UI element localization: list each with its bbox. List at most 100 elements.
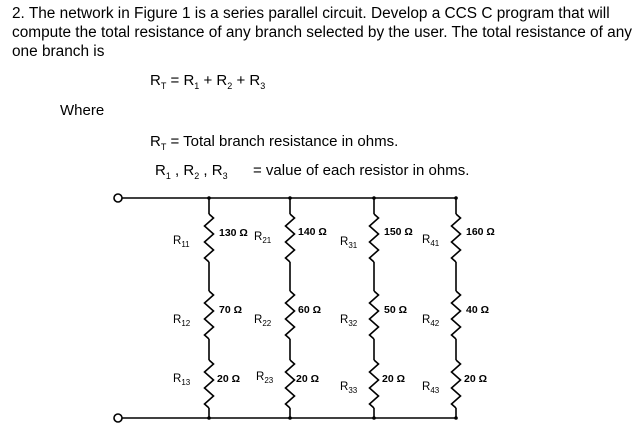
def-r3: R xyxy=(211,162,223,179)
resistor-name-letter: R xyxy=(173,235,181,247)
resistor-name-letter: R xyxy=(256,371,264,383)
formula-r3: R xyxy=(249,72,261,89)
junction-dot xyxy=(288,196,292,200)
resistor-name-label: R12 xyxy=(173,314,191,328)
resistor-name-letter: R xyxy=(340,236,348,248)
resistor-value-label: 60 Ω xyxy=(298,304,321,316)
resistor-symbol xyxy=(203,213,215,263)
resistor-value-label: 20 Ω xyxy=(382,373,405,385)
definition-each-text: = value of each resistor in ohms. xyxy=(253,162,470,179)
def-r3-sub: 3 xyxy=(222,171,228,181)
resistor-symbol xyxy=(284,290,296,340)
resistor-name-subscript: 23 xyxy=(264,376,273,385)
def-rt-sub: T xyxy=(160,142,167,152)
resistor-symbol xyxy=(203,290,215,340)
def-r2-sub: 2 xyxy=(194,171,200,181)
resistor-name-subscript: 41 xyxy=(430,239,439,248)
definition-each-symbols: R1 , R2 , R3 xyxy=(155,162,228,181)
resistor-value-label: 20 Ω xyxy=(217,373,240,385)
formula-r2-sub: 2 xyxy=(227,81,233,91)
formula-r2: R xyxy=(216,72,228,89)
def-sep: , xyxy=(170,162,184,179)
junction-dot xyxy=(207,196,211,200)
def-r1: R xyxy=(155,162,166,179)
resistor-name-label: R43 xyxy=(422,381,440,395)
def-total-text: = Total branch resistance in ohms. xyxy=(166,133,399,150)
resistor-name-letter: R xyxy=(422,234,430,246)
resistor-name-letter: R xyxy=(173,373,181,385)
resistor-name-label: R33 xyxy=(340,381,358,395)
resistor-name-label: R31 xyxy=(340,236,358,250)
resistor-name-label: R32 xyxy=(340,314,358,328)
resistor-name-subscript: 42 xyxy=(430,319,439,328)
formula-rt-sub: T xyxy=(160,81,167,91)
total-resistance-formula: RT = R1 + R2 + R3 xyxy=(150,72,265,91)
def-r1-sub: 1 xyxy=(165,171,171,181)
resistor-name-letter: R xyxy=(340,381,348,393)
junction-dot xyxy=(372,416,376,420)
formula-rt: R xyxy=(150,72,161,89)
resistor-name-letter: R xyxy=(422,314,430,326)
resistor-symbol xyxy=(284,359,296,409)
input-terminal-top xyxy=(113,193,123,203)
junction-dot xyxy=(454,196,458,200)
resistor-name-letter: R xyxy=(422,381,430,393)
resistor-value-label: 20 Ω xyxy=(464,373,487,385)
where-label: Where xyxy=(60,102,105,119)
resistor-name-subscript: 32 xyxy=(348,319,357,328)
resistor-value-label: 40 Ω xyxy=(466,304,489,316)
def-r2: R xyxy=(183,162,195,179)
resistor-name-label: R41 xyxy=(422,234,440,248)
junction-dot xyxy=(372,196,376,200)
resistor-name-subscript: 22 xyxy=(262,319,271,328)
resistor-name-subscript: 13 xyxy=(181,378,190,387)
resistor-symbol xyxy=(368,213,380,263)
resistor-name-subscript: 31 xyxy=(348,241,357,250)
junction-dot xyxy=(454,416,458,420)
resistor-symbol xyxy=(368,290,380,340)
resistor-value-label: 70 Ω xyxy=(219,304,242,316)
formula-equals: = xyxy=(166,72,184,89)
formula-r3-sub: 3 xyxy=(260,81,266,91)
formula-r1-sub: 1 xyxy=(194,81,200,91)
resistor-value-label: 150 Ω xyxy=(384,226,413,238)
resistor-name-subscript: 21 xyxy=(262,236,271,245)
input-terminal-bottom xyxy=(113,413,123,423)
resistor-symbol xyxy=(284,213,296,263)
resistor-name-subscript: 11 xyxy=(181,240,190,249)
resistor-symbol xyxy=(368,359,380,409)
resistor-name-label: R13 xyxy=(173,373,191,387)
formula-r1: R xyxy=(183,72,195,89)
resistor-value-label: 50 Ω xyxy=(384,304,407,316)
resistor-symbol xyxy=(203,359,215,409)
formula-plus: + xyxy=(199,72,217,89)
junction-dot xyxy=(288,416,292,420)
def-rt: R xyxy=(150,133,161,150)
resistor-name-subscript: 12 xyxy=(181,319,190,328)
resistor-symbol xyxy=(450,213,462,263)
resistor-name-label: R21 xyxy=(254,231,272,245)
question-text: 2. The network in Figure 1 is a series p… xyxy=(12,5,632,60)
resistor-name-letter: R xyxy=(254,314,262,326)
resistor-name-subscript: 33 xyxy=(348,386,357,395)
resistor-name-subscript: 43 xyxy=(430,386,439,395)
resistor-symbol xyxy=(450,359,462,409)
resistor-value-label: 130 Ω xyxy=(219,227,248,239)
resistor-name-label: R42 xyxy=(422,314,440,328)
resistor-value-label: 140 Ω xyxy=(298,226,327,238)
junction-dot xyxy=(207,416,211,420)
def-sep: , xyxy=(199,162,212,179)
resistor-name-letter: R xyxy=(340,314,348,326)
resistor-name-label: R22 xyxy=(254,314,272,328)
resistor-name-letter: R xyxy=(254,231,262,243)
resistor-value-label: 20 Ω xyxy=(296,373,319,385)
resistor-name-letter: R xyxy=(173,314,181,326)
resistor-name-label: R11 xyxy=(173,235,190,249)
definition-total: RT = Total branch resistance in ohms. xyxy=(150,133,398,152)
formula-plus: + xyxy=(232,72,250,89)
resistor-name-label: R23 xyxy=(256,371,274,385)
resistor-symbol xyxy=(450,290,462,340)
resistor-value-label: 160 Ω xyxy=(466,226,495,238)
